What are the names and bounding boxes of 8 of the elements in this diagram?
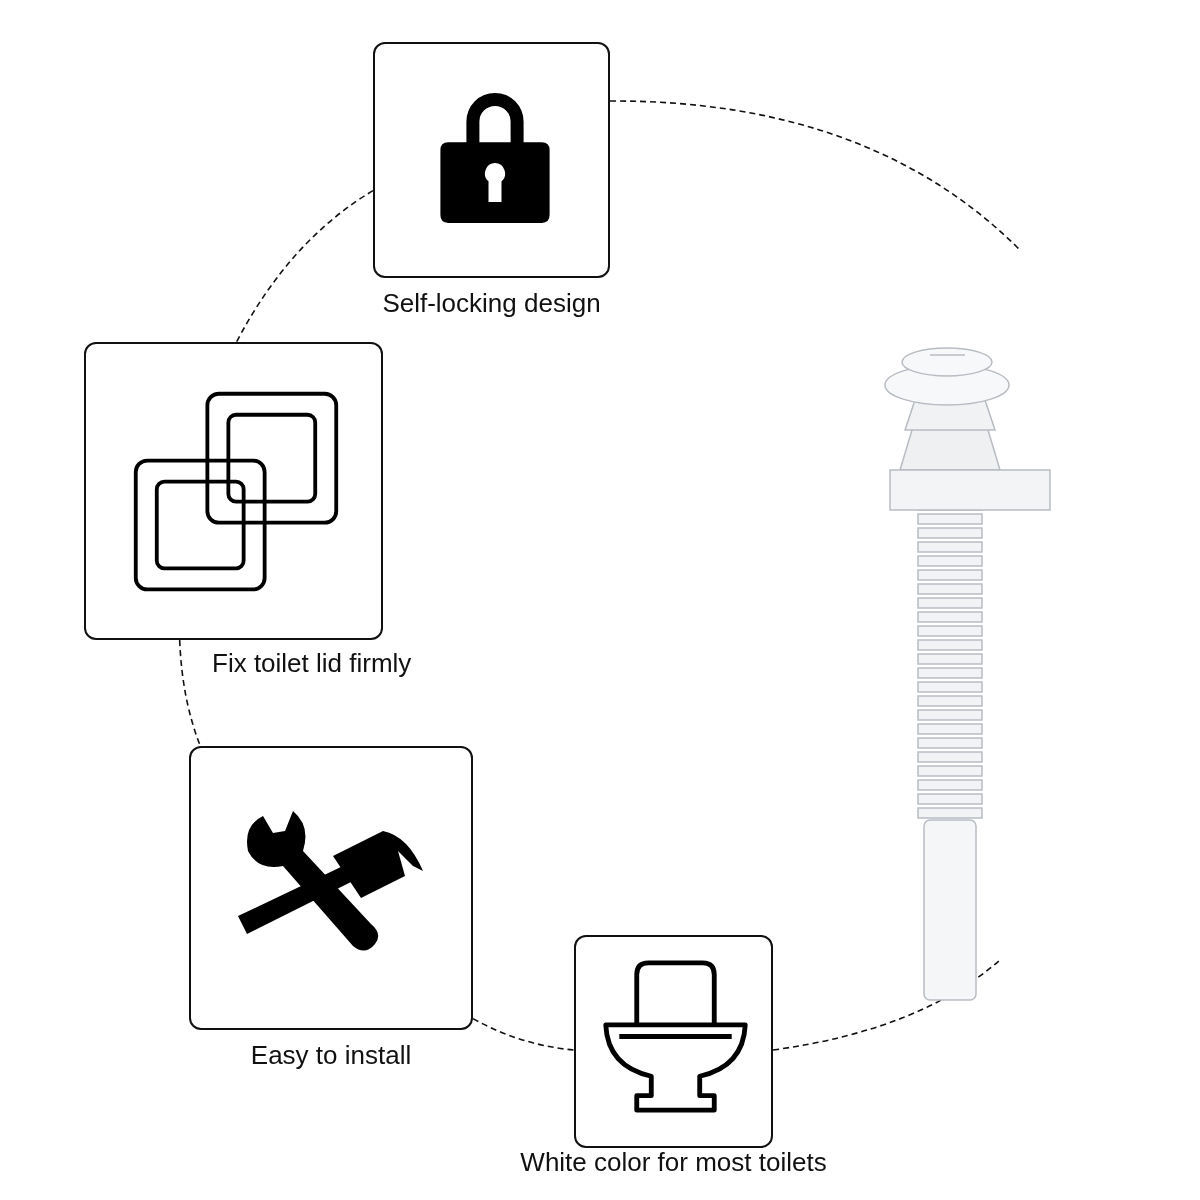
feature-caption: White color for most toilets: [519, 1147, 828, 1178]
dashed-connector: [235, 189, 374, 343]
dashed-connector: [178, 639, 202, 747]
feature-caption: Self-locking design: [381, 288, 602, 319]
feature-caption: Easy to install: [249, 1040, 413, 1071]
dashed-connector: [472, 1017, 575, 1051]
feature-caption: Fix toilet lid firmly: [212, 648, 413, 679]
dashed-connector: [609, 100, 1021, 251]
